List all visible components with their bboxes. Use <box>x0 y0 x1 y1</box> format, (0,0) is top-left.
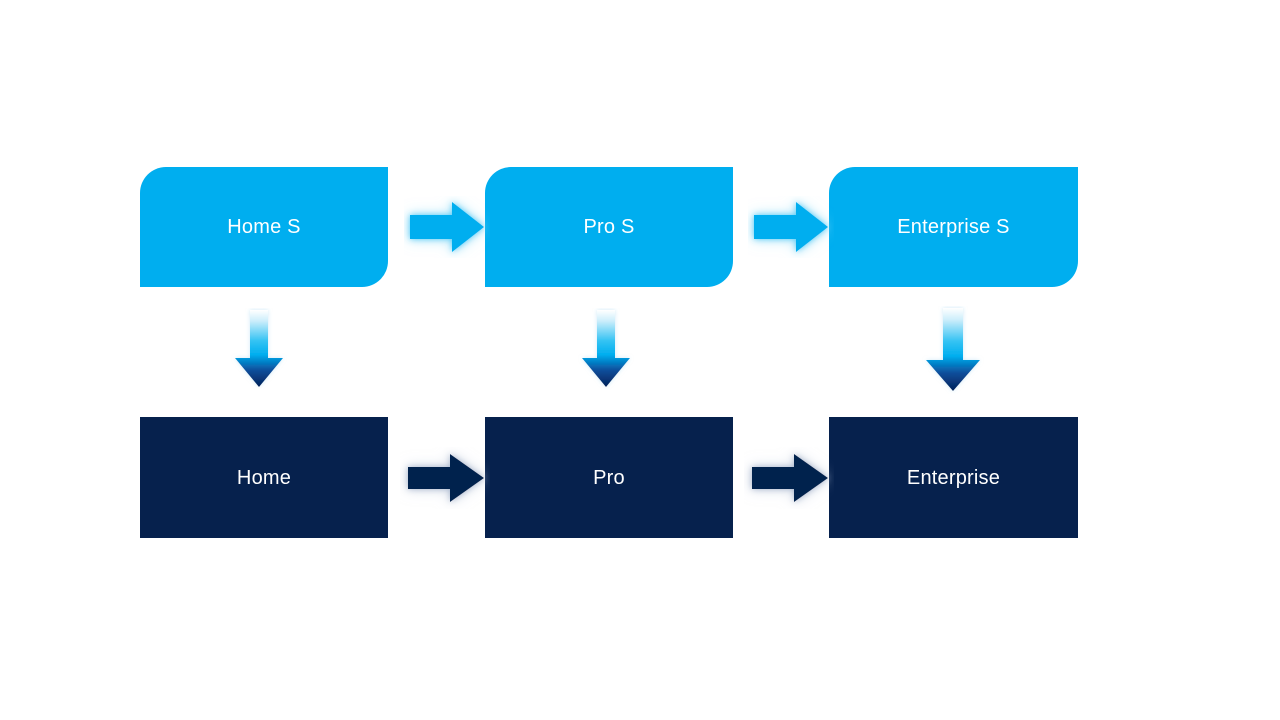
arrow-right-icon <box>752 454 828 502</box>
arrow-right-icon <box>754 202 828 252</box>
arrow-right-icon <box>410 202 484 252</box>
arrow-home-s-to-pro-s <box>404 196 490 258</box>
node-pro-s[interactable]: Pro S <box>485 167 733 287</box>
arrow-home-s-to-home <box>231 308 287 390</box>
node-pro-label: Pro <box>593 466 625 489</box>
node-enterprise[interactable]: Enterprise <box>829 417 1078 538</box>
arrow-pro-s-to-enterprise-s <box>748 196 834 258</box>
arrow-down-icon <box>926 308 980 391</box>
node-enterprise-s[interactable]: Enterprise S <box>829 167 1078 287</box>
arrow-pro-to-enterprise <box>744 447 834 509</box>
arrow-right-icon <box>408 454 484 502</box>
node-home-label: Home <box>236 466 292 489</box>
node-home-s-label: Home S <box>227 216 301 238</box>
node-pro[interactable]: Pro <box>485 417 733 538</box>
node-enterprise-s-label: Enterprise S <box>897 216 1010 238</box>
arrow-home-to-pro <box>400 447 490 509</box>
node-pro-s-label: Pro S <box>583 216 635 238</box>
node-enterprise-label: Enterprise <box>906 466 1001 489</box>
node-home-s[interactable]: Home S <box>140 167 388 287</box>
node-home[interactable]: Home <box>140 417 388 538</box>
arrow-pro-s-to-pro <box>578 308 634 390</box>
arrow-down-icon <box>235 310 283 387</box>
arrow-down-icon <box>582 310 630 387</box>
arrow-enterprise-s-to-enterprise <box>921 306 985 394</box>
